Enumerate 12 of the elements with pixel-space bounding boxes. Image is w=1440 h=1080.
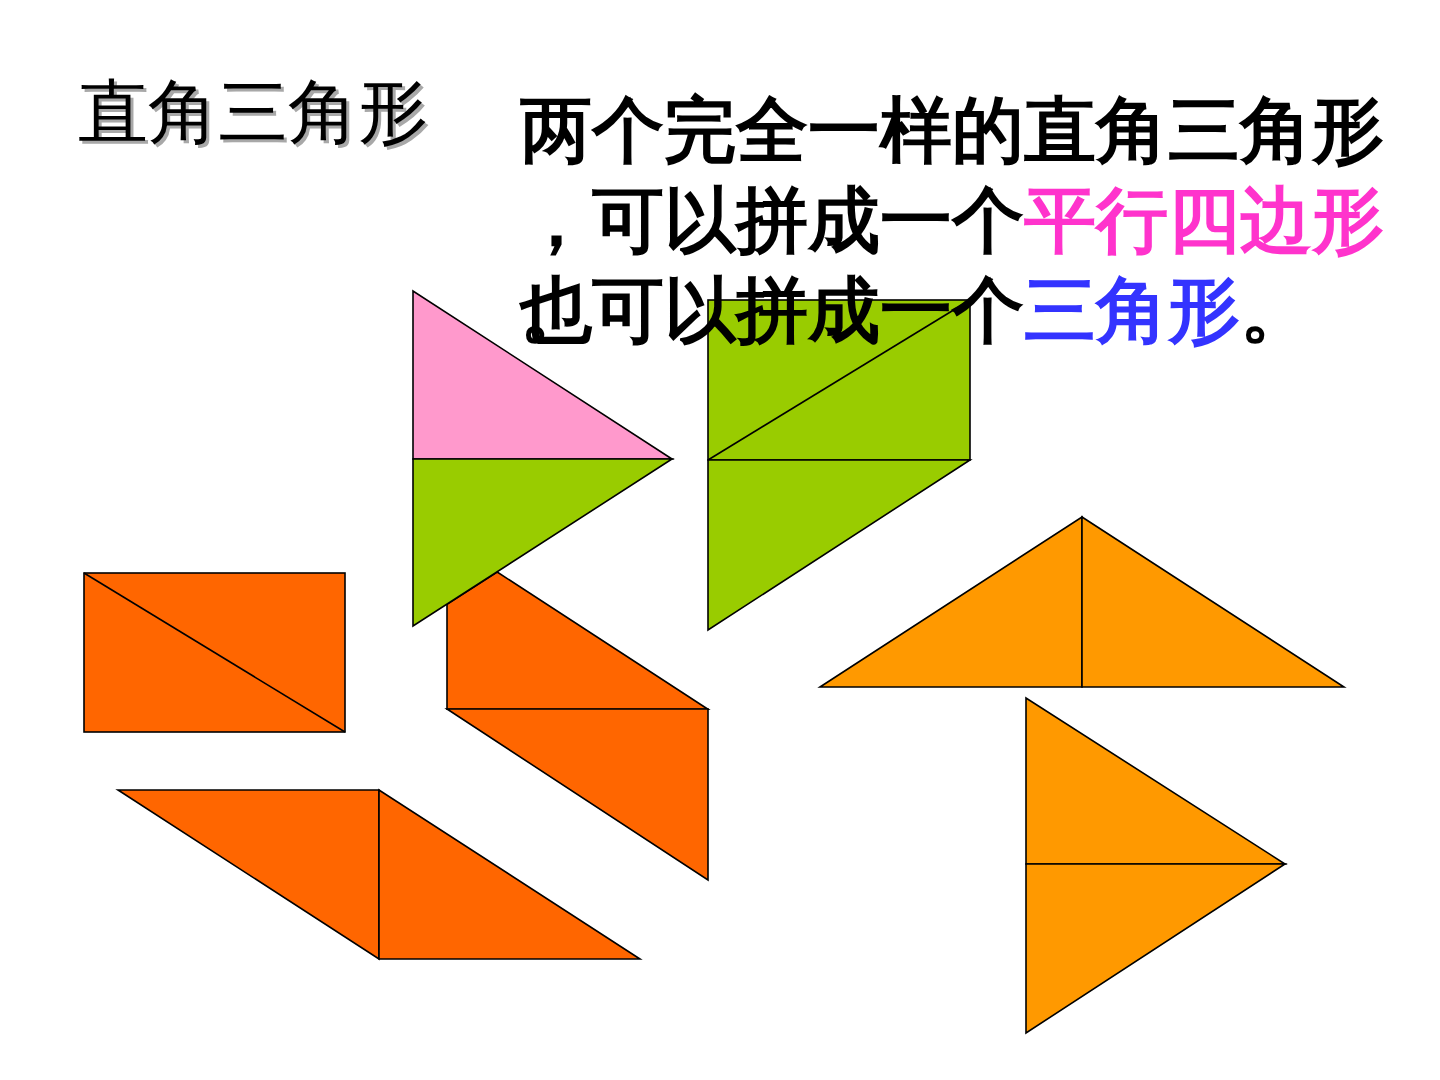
- right-triangle: [413, 459, 672, 626]
- title: 直角三角形: [78, 70, 428, 154]
- right-triangle: [820, 517, 1082, 687]
- right-triangle: [379, 790, 640, 959]
- right-triangle: [447, 571, 708, 709]
- rectangle: [84, 573, 345, 732]
- right-triangle: [1082, 517, 1344, 687]
- right-triangle: [708, 460, 970, 630]
- right-triangle: [1026, 864, 1285, 1033]
- right-triangle: [447, 709, 708, 880]
- right-triangle: [118, 790, 379, 959]
- right-triangle: [1026, 698, 1285, 864]
